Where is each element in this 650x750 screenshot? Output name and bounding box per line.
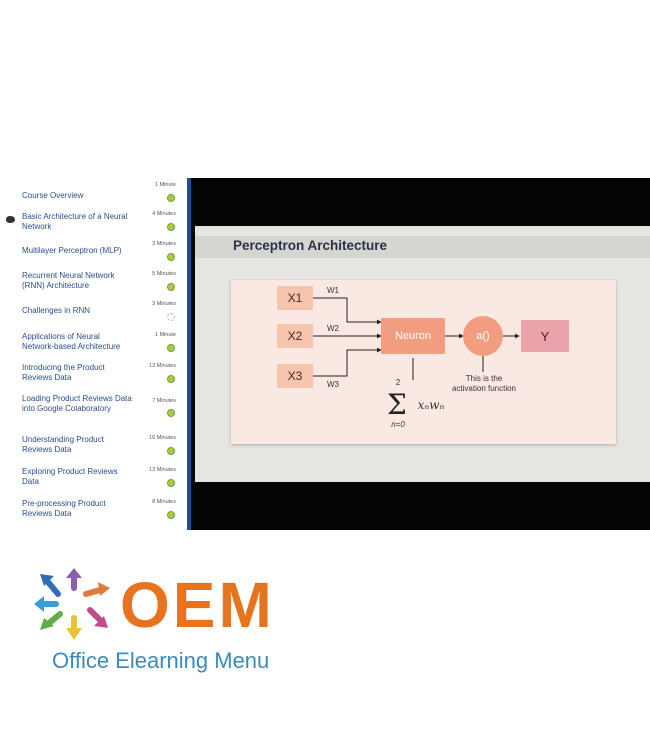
lesson-title[interactable]: Exploring Product Reviews Data <box>22 467 118 486</box>
lesson-title[interactable]: Basic Architecture of a Neural Network <box>22 212 128 231</box>
lesson-duration: 3 Minutes <box>152 241 176 247</box>
lesson-sidebar: Course Overview 1 Minute Basic Architect… <box>0 176 188 532</box>
summation-term: xₙwₙ <box>417 398 445 412</box>
slide-title: Perceptron Architecture <box>233 238 388 253</box>
neuron-node: Neuron <box>381 318 445 354</box>
lesson-title[interactable]: Multilayer Perceptron (MLP) <box>22 246 122 255</box>
lesson-title[interactable]: Applications of Neural Network-based Arc… <box>22 332 121 351</box>
sidebar-scrollbar[interactable] <box>187 178 191 530</box>
lesson-title[interactable]: Introducing the Product Reviews Data <box>22 363 105 382</box>
lesson-title[interactable]: Understanding Product Reviews Data <box>22 435 104 454</box>
diagram-connectors: Σ <box>313 297 520 421</box>
complete-status-icon <box>167 194 175 202</box>
pending-status-icon <box>167 313 175 321</box>
lesson-duration: 1 Minute <box>154 332 176 338</box>
lesson-duration: 16 Minutes <box>149 435 176 441</box>
complete-status-icon <box>167 409 175 417</box>
complete-status-icon <box>167 223 175 231</box>
lesson-duration: 8 Minutes <box>152 499 176 505</box>
lesson-duration: 7 Minutes <box>152 398 176 404</box>
complete-status-icon <box>167 283 175 291</box>
current-lesson-marker-icon <box>6 216 15 223</box>
lesson-title[interactable]: Loading Product Reviews Data into Google… <box>22 394 132 413</box>
complete-status-icon <box>167 253 175 261</box>
output-y-node: Y <box>521 320 569 352</box>
lesson-duration: 12 Minutes <box>149 363 176 369</box>
input-x3-node: X3 <box>277 364 313 388</box>
arrows-logo-icon <box>34 568 110 640</box>
weight-w2-label: W2 <box>327 324 339 333</box>
lesson-duration: 5 Minutes <box>152 271 176 277</box>
lesson-title[interactable]: Challenges in RNN <box>22 306 91 315</box>
input-x1-node: X1 <box>277 286 313 310</box>
lesson-duration: 4 Minutes <box>152 211 176 217</box>
activation-note-line2: activation function <box>451 384 517 393</box>
lesson-duration: 3 Minutes <box>152 301 176 307</box>
oem-logo: OEM Office Elearning Menu <box>34 568 324 688</box>
complete-status-icon <box>167 375 175 383</box>
weight-w1-label: W1 <box>327 286 339 295</box>
svg-text:Σ: Σ <box>387 388 407 421</box>
lesson-title[interactable]: Recurrent Neural Network (RNN) Architect… <box>22 271 115 290</box>
activation-note-line1: This is the <box>465 374 503 383</box>
video-player[interactable]: Perceptron Architecture <box>191 178 650 530</box>
complete-status-icon <box>167 479 175 487</box>
lesson-duration: 1 Minute <box>154 182 176 188</box>
activation-function-node: a() <box>463 316 503 356</box>
lesson-title[interactable]: Pre-processing Product Reviews Data <box>22 499 106 518</box>
lesson-title[interactable]: Course Overview <box>22 191 84 200</box>
complete-status-icon <box>167 511 175 519</box>
perceptron-diagram: Σ X1 X2 X3 W1 W2 W3 Neuron a() Y This is… <box>231 280 616 444</box>
weight-w3-label: W3 <box>327 380 339 389</box>
input-x2-node: X2 <box>277 324 313 348</box>
logo-tagline: Office Elearning Menu <box>52 648 270 673</box>
logo-wordmark: OEM <box>120 569 275 641</box>
summation-lower-bound: n=0 <box>391 420 405 429</box>
lesson-duration: 13 Minutes <box>149 467 176 473</box>
complete-status-icon <box>167 447 175 455</box>
slide-title-bar <box>195 236 650 258</box>
complete-status-icon <box>167 344 175 352</box>
lecture-slide: Perceptron Architecture <box>195 226 650 482</box>
summation-upper-bound: 2 <box>395 378 401 387</box>
